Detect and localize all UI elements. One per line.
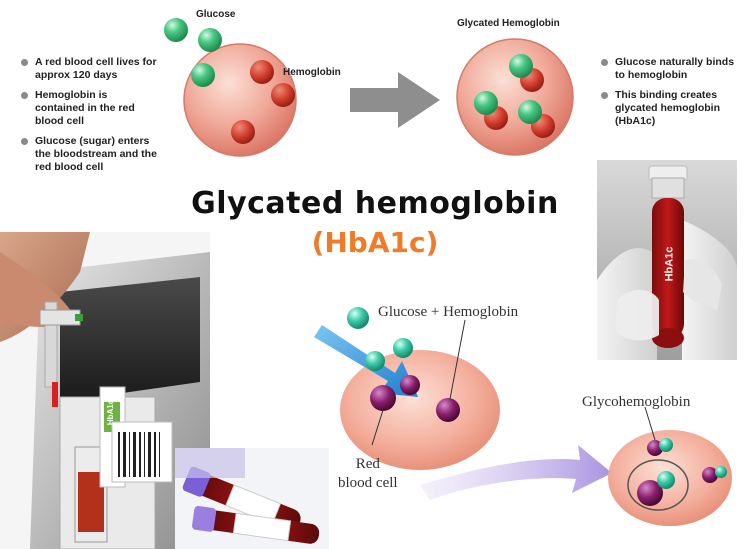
label-glucose: Glucose — [196, 9, 236, 20]
top-diagram — [164, 18, 574, 157]
label-line: Red — [355, 456, 380, 472]
glucose-molecule — [715, 466, 727, 478]
glucose-molecule — [518, 100, 542, 124]
glycohemoglobin-molecule — [637, 480, 663, 506]
hemoglobin-molecule — [231, 120, 255, 144]
label-glycated-hemoglobin: Glycated Hemoglobin — [457, 18, 560, 29]
glucose-molecule — [191, 63, 215, 87]
hemoglobin-molecule — [370, 385, 396, 411]
bullet-item: Hemoglobin is contained in the red blood… — [18, 89, 158, 128]
hemoglobin-molecule — [400, 375, 420, 395]
bullet-item: Glucose naturally binds to hemoglobin — [598, 56, 738, 82]
glucose-molecule — [365, 351, 385, 371]
glucose-molecule — [657, 471, 675, 489]
page-subtitle: (HbA1c) — [311, 226, 439, 259]
hemoglobin-molecule — [271, 83, 295, 107]
glucose-molecule — [509, 54, 533, 78]
process-arrow — [420, 445, 612, 500]
page-title: Glycated hemoglobin — [191, 186, 559, 221]
label-glycohemoglobin: Glycohemoglobin — [582, 394, 691, 410]
binding-highlight — [627, 459, 689, 511]
hemoglobin-molecule — [702, 467, 718, 483]
hemoglobin-molecule — [250, 60, 274, 84]
glucose-molecule — [393, 338, 413, 358]
label-red-blood-cell: Red blood cell — [338, 455, 398, 493]
left-bullets: A red blood cell lives for approx 120 da… — [18, 56, 158, 181]
label-hemoglobin: Hemoglobin — [283, 67, 341, 78]
sample-vials-photo — [175, 448, 329, 549]
process-arrow — [350, 72, 440, 128]
label-glucose-hemoglobin: Glucose + Hemoglobin — [378, 304, 519, 320]
analyzer-photo — [0, 232, 210, 549]
glucose-molecule — [198, 28, 222, 52]
label-line: blood cell — [338, 475, 398, 491]
hemoglobin-molecule — [647, 440, 663, 456]
glucose-molecule — [659, 438, 673, 452]
bullet-item: A red blood cell lives for approx 120 da… — [18, 56, 158, 82]
hemoglobin-molecule — [436, 398, 460, 422]
test-tube-photo — [597, 160, 737, 360]
glucose-molecule — [164, 18, 188, 42]
glucose-molecule — [474, 91, 498, 115]
red-blood-cell — [340, 350, 500, 470]
bullet-item: This binding creates glycated hemoglobin… — [598, 89, 738, 128]
tube-label: HbA1c — [663, 246, 676, 282]
bottom-diagram — [314, 307, 732, 526]
glucose-molecule — [347, 307, 369, 329]
cartridge-label: HbA1c — [106, 399, 116, 426]
right-bullets: Glucose naturally binds to hemoglobin Th… — [598, 56, 738, 135]
bullet-item: Glucose (sugar) enters the bloodstream a… — [18, 135, 158, 174]
